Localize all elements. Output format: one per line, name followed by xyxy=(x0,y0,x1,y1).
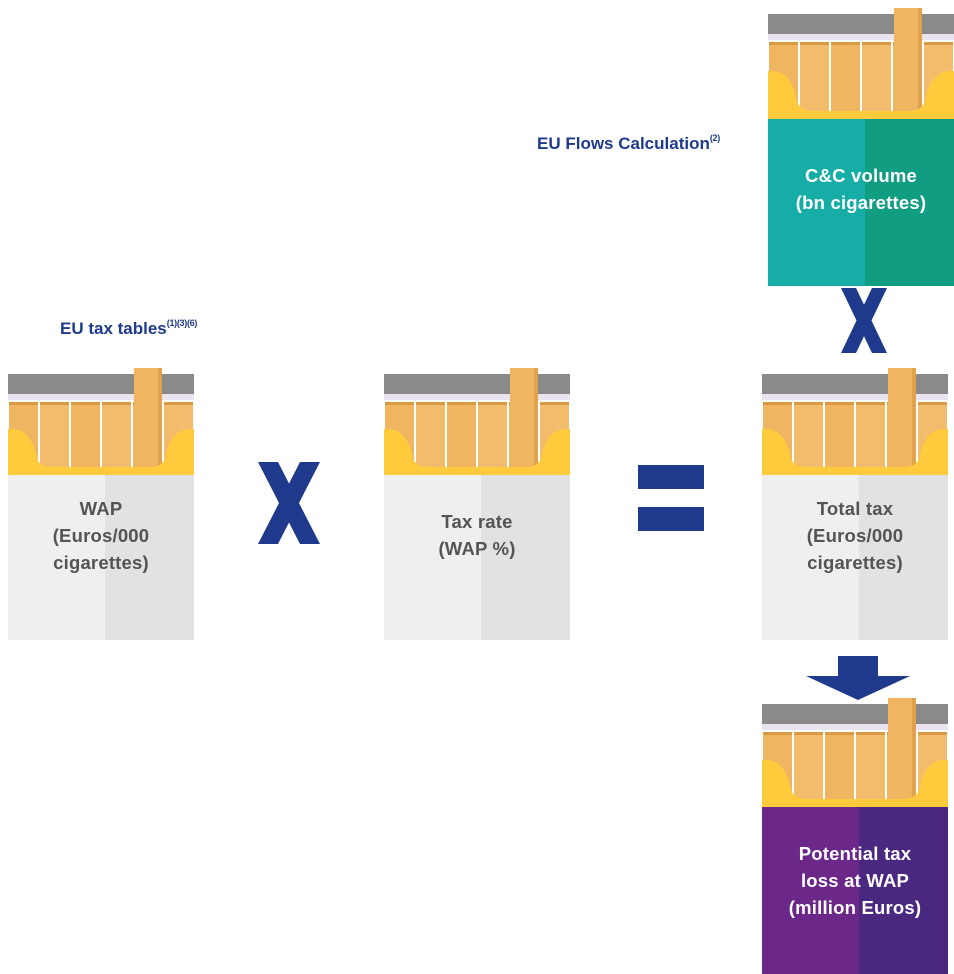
pack-wap-line-2: (Euros/000 xyxy=(52,525,150,546)
pack-tax-loss-line-1: Potential tax xyxy=(798,843,912,864)
pack-tax-rate-line-2: (WAP %) xyxy=(438,538,516,559)
heading-eu-flows-footnote: (2) xyxy=(709,133,720,143)
pack-wap-line-3: cigarettes) xyxy=(53,552,149,573)
cigarette-pack-icon xyxy=(762,698,948,807)
pack-total-tax-line-2: (Euros/000 xyxy=(806,525,904,546)
down-arrow-icon xyxy=(806,656,910,700)
multiply-icon xyxy=(258,462,320,544)
heading-eu-tax-tables: EU tax tables(1)(3)(6) xyxy=(60,318,197,339)
equals-icon xyxy=(638,465,704,531)
pack-tax-rate-line-1: Tax rate xyxy=(441,511,513,532)
pack-cc-volume-line-1: C&C volume xyxy=(805,165,917,186)
cigarette-pack-icon xyxy=(8,368,194,475)
pack-wap-line-1: WAP xyxy=(79,498,123,519)
pack-tax-rate: Tax rate (WAP %) xyxy=(384,368,570,640)
pack-total-tax-line-3: cigarettes) xyxy=(807,552,903,573)
heading-eu-flows: EU Flows Calculation(2) xyxy=(537,133,720,154)
pack-wap: WAP (Euros/000 cigarettes) xyxy=(8,368,194,640)
cigarette-pack-icon xyxy=(384,368,570,475)
cigarette-pack-icon xyxy=(768,8,954,119)
pack-tax-loss-line-2: loss at WAP xyxy=(800,870,910,891)
pack-tax-loss-line-3: (million Euros) xyxy=(788,897,922,918)
pack-cc-volume-line-2: (bn cigarettes) xyxy=(795,192,927,213)
heading-eu-flows-text: EU Flows Calculation xyxy=(537,134,710,153)
pack-total-tax-line-1: Total tax xyxy=(816,498,894,519)
multiply-icon xyxy=(841,288,887,353)
heading-eu-tax-tables-text: EU tax tables xyxy=(60,319,167,338)
cigarette-pack-icon xyxy=(762,368,948,475)
pack-cc-volume: C&C volume (bn cigarettes) xyxy=(768,8,954,286)
pack-total-tax: Total tax (Euros/000 cigarettes) xyxy=(762,368,948,640)
heading-eu-tax-tables-footnotes: (1)(3)(6) xyxy=(166,318,198,328)
pack-tax-loss: Potential tax loss at WAP (million Euros… xyxy=(762,698,948,974)
